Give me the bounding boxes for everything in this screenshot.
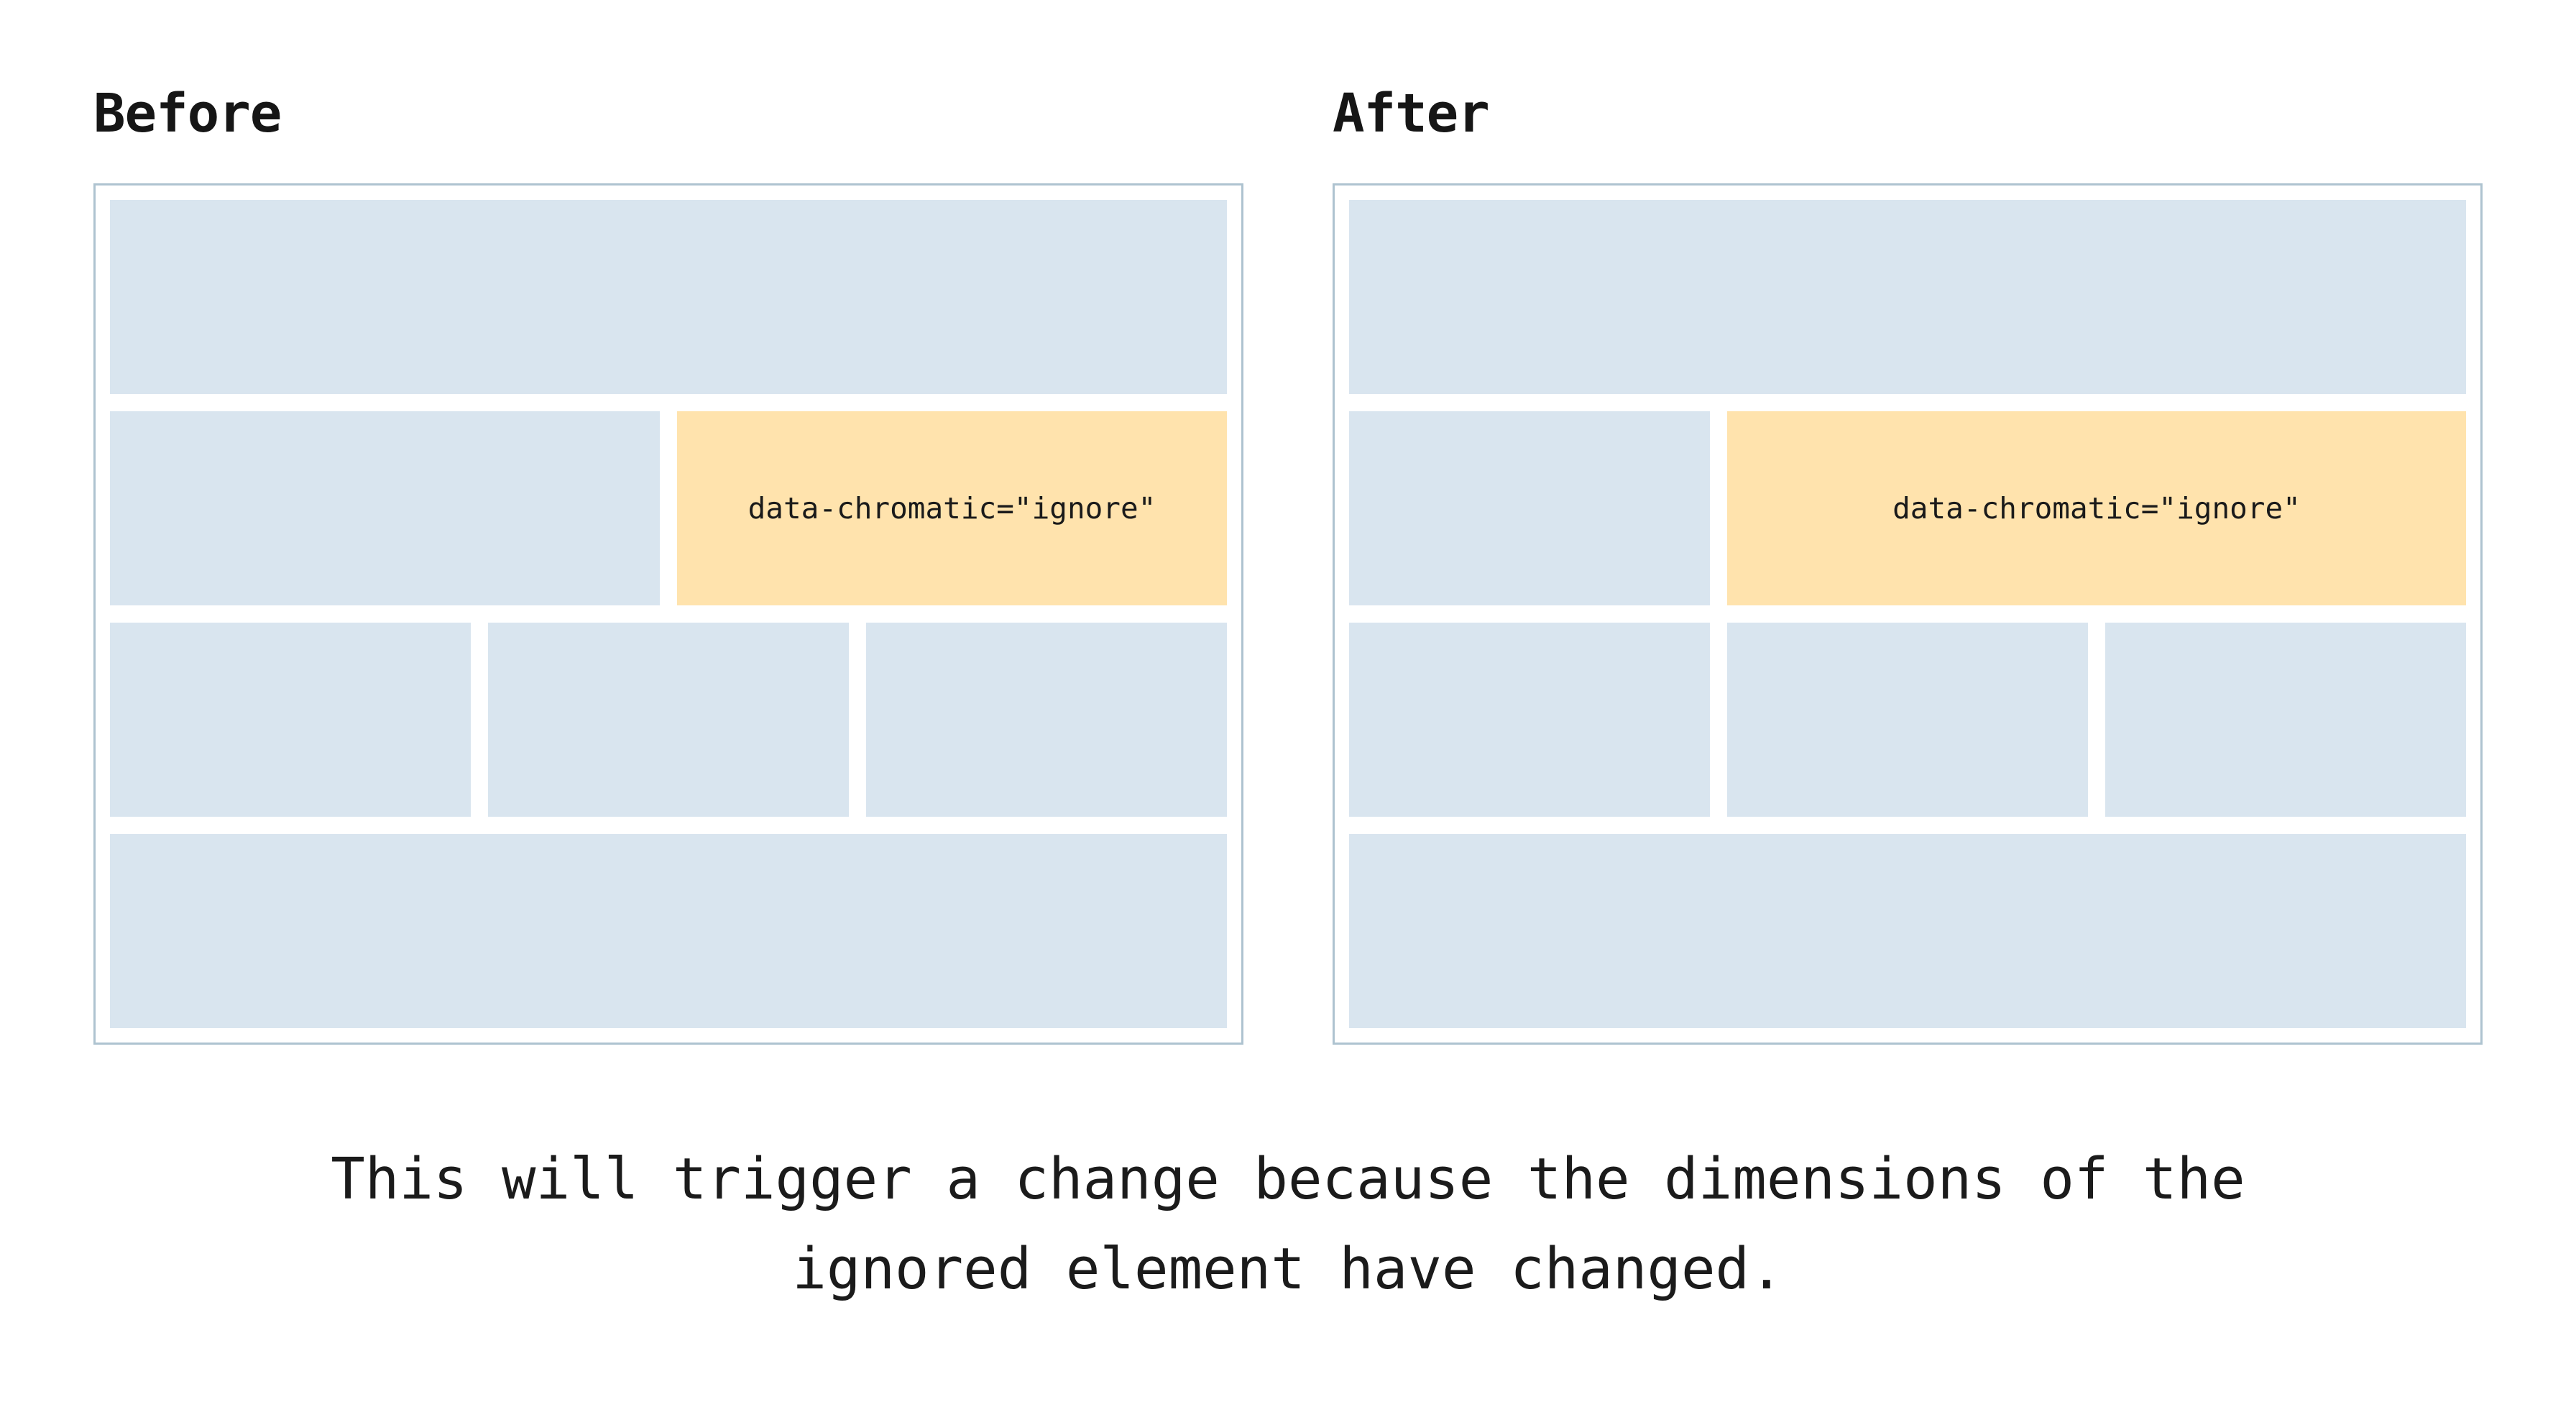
caption-line-2: ignored element have changed. — [792, 1235, 1784, 1302]
card-block — [866, 623, 1227, 817]
ignored-element: data-chromatic="ignore" — [1727, 411, 2466, 605]
before-figure: Before data-chromatic="ignore" — [93, 87, 1243, 1045]
ignored-element-label: data-chromatic="ignore" — [1892, 491, 2301, 526]
caption-line-1: This will trigger a change because the d… — [331, 1146, 2245, 1212]
header-block — [1349, 200, 2466, 394]
panel-title-before: Before — [93, 83, 282, 145]
after-figure: After data-chromatic="ignore" — [1333, 87, 2483, 1045]
panel-title-after: After — [1333, 83, 1490, 145]
content-block — [1349, 411, 1710, 605]
ignored-element: data-chromatic="ignore" — [677, 411, 1227, 605]
card-block — [2105, 623, 2466, 817]
card-block — [1349, 623, 1710, 817]
footer-block — [110, 834, 1227, 1028]
after-panel: data-chromatic="ignore" — [1333, 183, 2483, 1045]
before-panel: data-chromatic="ignore" — [93, 183, 1243, 1045]
card-block — [488, 623, 849, 817]
content-block — [110, 411, 660, 605]
card-block — [110, 623, 471, 817]
ignored-element-label: data-chromatic="ignore" — [748, 491, 1156, 526]
card-block — [1727, 623, 2088, 817]
caption: This will trigger a change because the d… — [0, 1135, 2576, 1314]
footer-block — [1349, 834, 2466, 1028]
header-block — [110, 200, 1227, 394]
